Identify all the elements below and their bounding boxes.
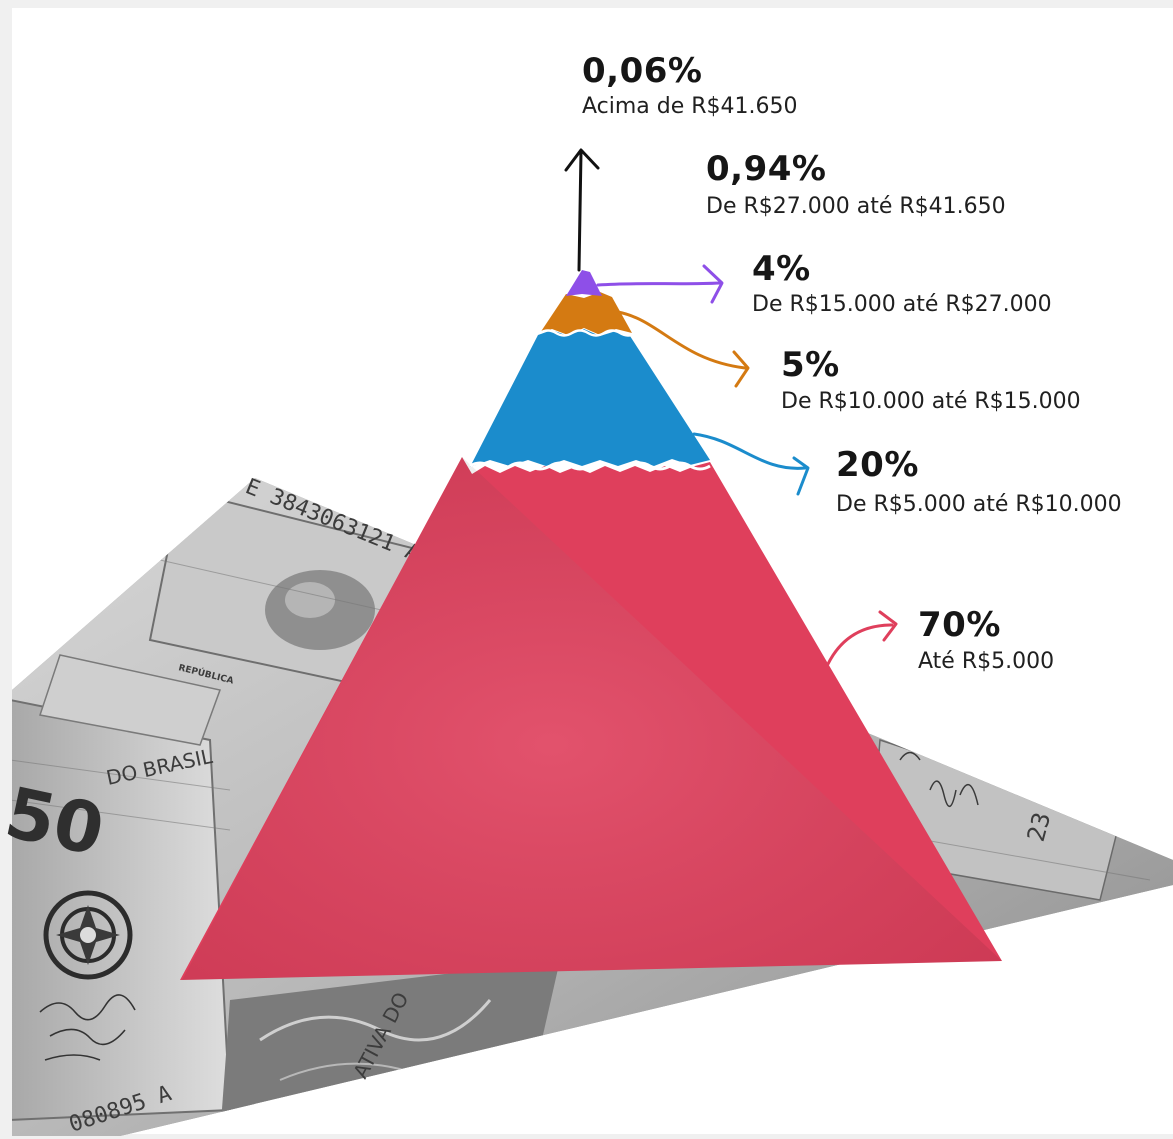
pct-level-1: 0,06% bbox=[582, 51, 703, 91]
arrow-right-purple-icon bbox=[596, 264, 724, 304]
pct-level-3: 4% bbox=[752, 249, 811, 289]
pct-level-4: 5% bbox=[781, 345, 840, 385]
arrow-right-red-icon bbox=[826, 610, 898, 666]
range-level-6: Até R$5.000 bbox=[918, 649, 1055, 674]
arrow-right-blue-icon bbox=[692, 432, 810, 496]
range-level-4: De R$10.000 até R$15.000 bbox=[781, 389, 1081, 414]
pct-level-2: 0,94% bbox=[706, 149, 827, 189]
range-level-2: De R$27.000 até R$41.650 bbox=[706, 194, 1006, 219]
seal-icon bbox=[43, 890, 133, 980]
range-level-3: De R$15.000 até R$27.000 bbox=[752, 292, 1052, 317]
range-level-5: De R$5.000 até R$10.000 bbox=[836, 492, 1122, 517]
arrow-right-orange-icon bbox=[616, 310, 750, 388]
arrow-up-icon bbox=[564, 148, 600, 272]
signatures bbox=[39, 994, 136, 1061]
pct-level-6: 70% bbox=[918, 605, 1001, 645]
layer-4 bbox=[540, 292, 632, 335]
layer-20-5 bbox=[470, 329, 710, 467]
pyramid bbox=[180, 270, 1002, 980]
denomination: 50 bbox=[0, 771, 111, 871]
pct-level-5: 20% bbox=[836, 445, 919, 485]
range-level-1: Acima de R$41.650 bbox=[582, 94, 798, 119]
arrows bbox=[564, 148, 898, 666]
layer-094 bbox=[566, 270, 602, 296]
